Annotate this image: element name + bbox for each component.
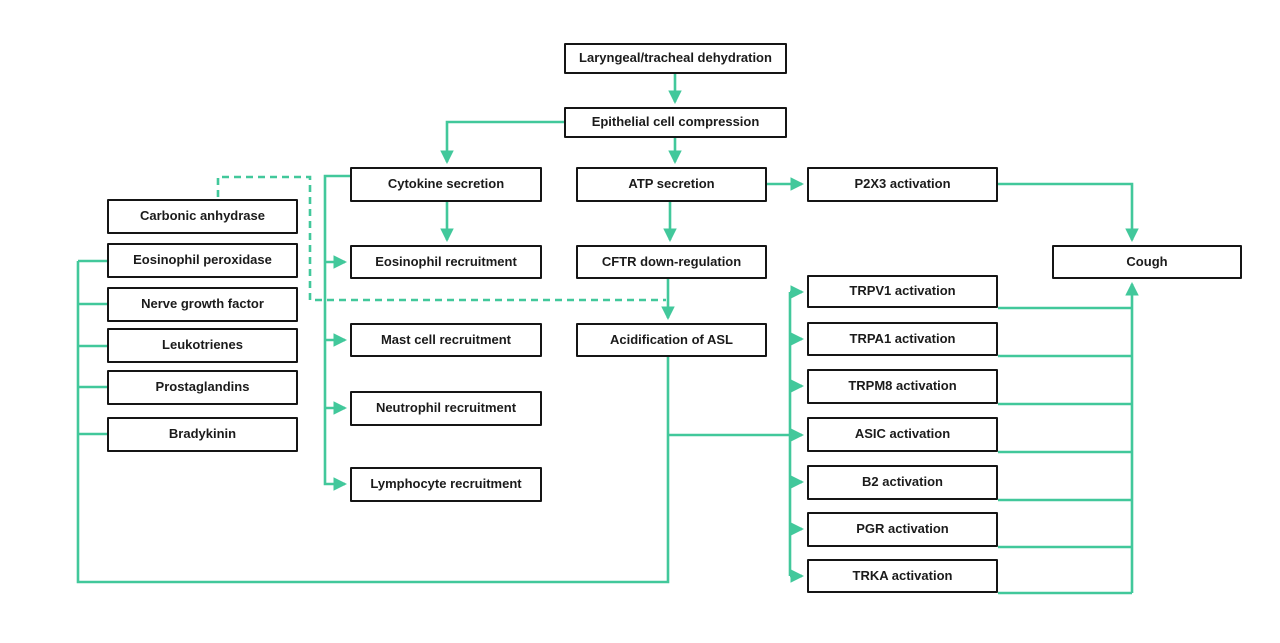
node-trpa1-activation: TRPA1 activation (807, 322, 998, 356)
node-p2x3-activation: P2X3 activation (807, 167, 998, 202)
edge-epithelial-to-cytokine (440, 120, 564, 165)
node-pgr-activation: PGR activation (807, 512, 998, 547)
edge-carbonic-anhydrase-dashed (216, 175, 666, 302)
node-acidification-of-asl: Acidification of ASL (576, 323, 767, 357)
node-trpv1-activation: TRPV1 activation (807, 275, 998, 308)
node-eosinophil-peroxidase: Eosinophil peroxidase (107, 243, 298, 278)
node-atp-secretion: ATP secretion (576, 167, 767, 202)
edge-p2x3-to-cough (998, 182, 1139, 243)
node-laryngeal-tracheal-dehydration: Laryngeal/tracheal dehydration (564, 43, 787, 74)
node-trpm8-activation: TRPM8 activation (807, 369, 998, 404)
edge-cytokine-left-rail (323, 174, 350, 491)
node-bradykinin: Bradykinin (107, 417, 298, 452)
node-b2-activation: B2 activation (807, 465, 998, 500)
node-cftr-down-regulation: CFTR down-regulation (576, 245, 767, 279)
node-carbonic-anhydrase: Carbonic anhydrase (107, 199, 298, 234)
node-leukotrienes: Leukotrienes (107, 328, 298, 363)
node-nerve-growth-factor: Nerve growth factor (107, 287, 298, 322)
node-eosinophil-recruitment: Eosinophil recruitment (350, 245, 542, 279)
node-asic-activation: ASIC activation (807, 417, 998, 452)
edge-mediator-rail (76, 261, 670, 584)
node-mast-cell-recruitment: Mast cell recruitment (350, 323, 542, 357)
node-cough: Cough (1052, 245, 1242, 279)
node-lymphocyte-recruitment: Lymphocyte recruitment (350, 467, 542, 502)
node-epithelial-cell-compression: Epithelial cell compression (564, 107, 787, 138)
node-trka-activation: TRKA activation (807, 559, 998, 593)
node-neutrophil-recruitment: Neutrophil recruitment (350, 391, 542, 426)
node-prostaglandins: Prostaglandins (107, 370, 298, 405)
node-cytokine-secretion: Cytokine secretion (350, 167, 542, 202)
